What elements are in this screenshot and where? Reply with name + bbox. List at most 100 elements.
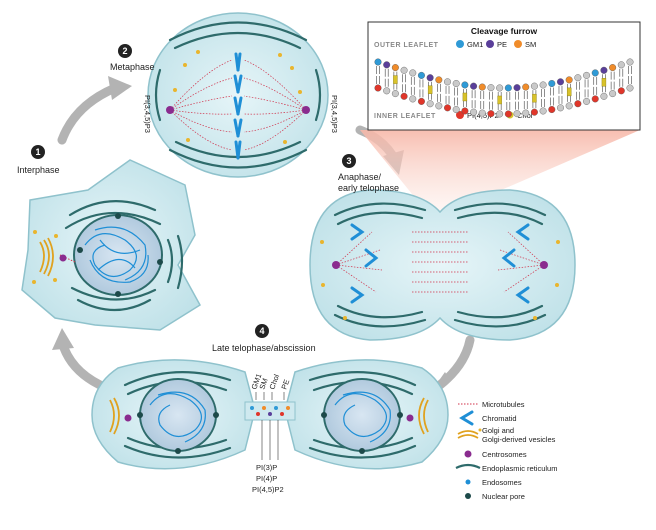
abscission-top-label-1: SM [257,377,269,391]
metaphase-centrosome-right [302,106,310,114]
lipid-tail [376,66,380,84]
anaphase-centrosome-left [332,261,340,269]
outer-lipid-head [522,83,530,91]
inner-lipid-head [400,92,408,100]
abscission-bottom-label-1: PI(4)P [256,474,277,483]
endosome-icon [465,479,471,485]
inner-lipid-head [609,90,617,98]
outer-lipid-head [426,74,434,82]
outer-lipid-head [409,69,417,77]
legend: Microtubules Chromatid Golgi and Golgi-d… [455,400,557,501]
inner-lipid-head [383,87,391,95]
lipid-tail [437,83,441,102]
anaphase-chromatids [350,223,530,304]
cholesterol-molecule [393,75,398,84]
lipid-tail [523,91,528,110]
legend-item-chromatid: Chromatid [459,410,517,426]
anaphase-spindle-left [335,231,383,293]
inner-lipid-head [565,102,573,110]
abscission-bridge [244,401,296,421]
er-icon [455,463,481,469]
inner-lipid-head [461,107,469,115]
cholesterol-molecule [601,78,607,87]
abscission-centrosome-left [124,414,132,422]
golgi-icon [457,430,479,439]
pe-key-label: PE [497,40,507,49]
step-4-label: Late telophase/abscission [212,343,316,353]
outer-lipid-head [617,61,625,69]
arrow-1-to-2 [57,83,120,145]
outer-lipid-head [626,58,634,66]
outer-lipid-head [565,76,573,84]
outer-lipid-head [374,58,382,66]
legend-item-nuclear-pore: Nuclear pore [465,492,525,501]
cholesterol-molecule [497,95,502,105]
lipid-tail [419,79,424,98]
abscission-golgi [109,397,429,435]
arrow-1-to-2-head [108,76,132,100]
inner-lipid-head [539,107,547,115]
inner-lipid-head [504,110,512,118]
outer-lipid-head [417,71,425,79]
outer-lipid-head [496,84,504,92]
anaphase-membrane [309,189,576,341]
cholesterol-molecule [462,92,468,102]
step-2: 2 Metaphase [110,44,155,72]
legend-label-golgi: Golgi and [482,426,514,435]
legend-item-centrosomes: Centrosomes [464,450,527,459]
legend-label-endosomes: Endosomes [482,478,522,487]
outer-lipid-head [583,71,591,79]
interphase-cell [21,159,201,331]
outer-lipid-head [452,80,460,88]
inner-lipid-head [556,104,564,112]
chromatid-icon [459,410,474,426]
legend-label-golgi-2: Golgi-derived vesicles [482,435,556,444]
interphase-nuclear-pores [77,213,163,297]
lipid-tail [489,91,493,110]
inner-lipid-head [600,92,608,100]
abscission-bottom-label-0: PI(3)P [256,463,277,472]
centrosome-icon [464,450,472,458]
inner-lipid-head [513,110,521,118]
step-2-label: Metaphase [110,62,155,72]
lipid-tail [576,81,580,100]
lipid-tail [619,68,624,87]
abscission-cells: GM1 SM Chol PE PI(3)P PI(4)P PI(4,5)P2 [91,359,449,494]
step-4-number: 4 [259,326,264,336]
step-1: 1 Interphase [17,145,60,175]
inner-lipid-head [409,95,417,103]
lipid-tail [541,88,545,107]
nuclear-pore-icon [465,493,471,499]
abscission-nuclear-pores [137,412,403,454]
legend-item-microtubules: Microtubules [458,400,525,409]
anaphase-cell [309,189,576,341]
inner-lipid-head [470,108,478,116]
outer-lipid-head [400,66,408,74]
metaphase-membrane [147,12,329,178]
interphase-vesicles [32,230,58,284]
outer-lipid-head [487,84,495,92]
interphase-golgi [39,237,54,277]
interphase-nucleus [73,214,163,296]
lipid-tail [384,68,389,87]
abscission-pointer-lines [255,392,285,460]
step-2-number: 2 [122,46,127,56]
outer-lipid-head [548,80,556,88]
inner-lipid-head [478,109,486,117]
legend-item-er: Endoplasmic reticulum [455,463,557,473]
gm1-key-icon [456,40,464,48]
anaphase-midzone [412,231,468,293]
lipid-tail [506,91,511,110]
abscission-bottom-label-2: PI(4,5)P2 [252,485,284,494]
outer-lipid-head [530,82,538,90]
cholesterol-molecule [566,87,572,97]
step-3-label-line1: Anaphase/ [338,172,382,182]
lipid-tail [402,74,406,93]
inset-title: Cleavage furrow [471,26,538,36]
abscission-centrosome-right [406,414,414,422]
inset-beam [360,130,640,210]
outer-lipid-head [609,64,617,72]
inner-lipid-head [530,108,538,116]
legend-label-er: Endoplasmic reticulum [482,464,557,473]
